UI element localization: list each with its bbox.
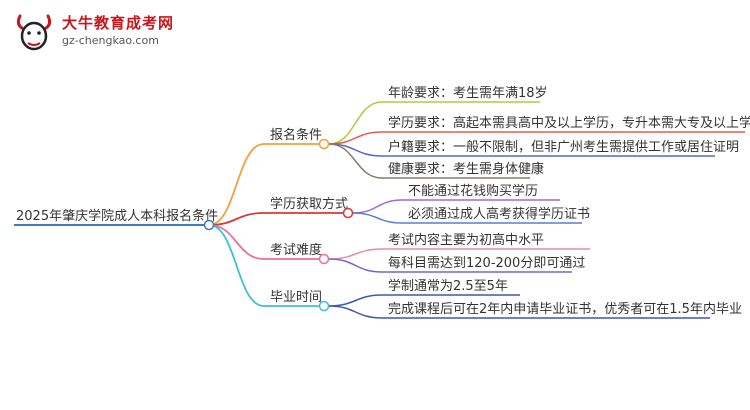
leaf-text: 户籍要求：一般不限制，但非广州考生需提供工作或居住证明	[388, 139, 739, 155]
branch-label: 考试难度	[270, 242, 322, 258]
site-logo[interactable]: 大牛教育成考网 gz-chengkao.com	[12, 10, 212, 54]
branch-connector	[208, 224, 265, 307]
logo-title: 大牛教育成考网	[62, 14, 175, 32]
bull-logo-icon	[16, 14, 52, 51]
root-node-circle	[203, 219, 215, 231]
leaf-connector	[328, 248, 383, 260]
leaf-text: 考试内容主要为初高中水平	[388, 232, 544, 248]
branch-node-circle	[318, 300, 330, 312]
branch-label: 学历获取方式	[270, 196, 348, 212]
leaf-connector	[328, 294, 383, 307]
leaf-text: 不能通过花钱购买学历	[408, 183, 538, 199]
leaf-connector	[328, 305, 383, 319]
leaf-connector	[328, 258, 383, 273]
branch-node-circle	[342, 207, 354, 219]
branch-node-circle	[318, 138, 330, 150]
leaf-text: 学历要求：高起本需具高中及以上学历，专升本需大专及以上学历	[388, 115, 750, 131]
branch-connector	[208, 224, 265, 260]
leaf-text: 年龄要求：考生需年满18岁	[388, 86, 548, 101]
branch-label: 毕业时间	[270, 290, 322, 305]
root-topic: 2025年肇庆学院成人本科报名条件	[16, 208, 218, 224]
branch-label: 报名条件	[270, 127, 322, 143]
leaf-connector	[328, 143, 383, 179]
leaf-text: 健康要求：考生需身体健康	[388, 161, 544, 177]
leaf-connector	[352, 212, 403, 224]
leaf-text: 学制通常为2.5至5年	[388, 278, 508, 294]
leaf-connector	[328, 101, 383, 145]
leaf-text: 完成课程后可在2年内申请毕业证书，优秀者可在1.5年内毕业	[388, 301, 742, 317]
leaf-text: 必须通过成人高考获得学历证书	[408, 206, 590, 222]
leaf-connector	[352, 199, 403, 214]
branch-connector	[208, 143, 265, 226]
leaf-text: 每科目需达到120-200分即可通过	[388, 255, 585, 271]
branch-node-circle	[318, 253, 330, 265]
branch-connector	[208, 212, 265, 226]
logo-url: gz-chengkao.com	[62, 34, 159, 47]
